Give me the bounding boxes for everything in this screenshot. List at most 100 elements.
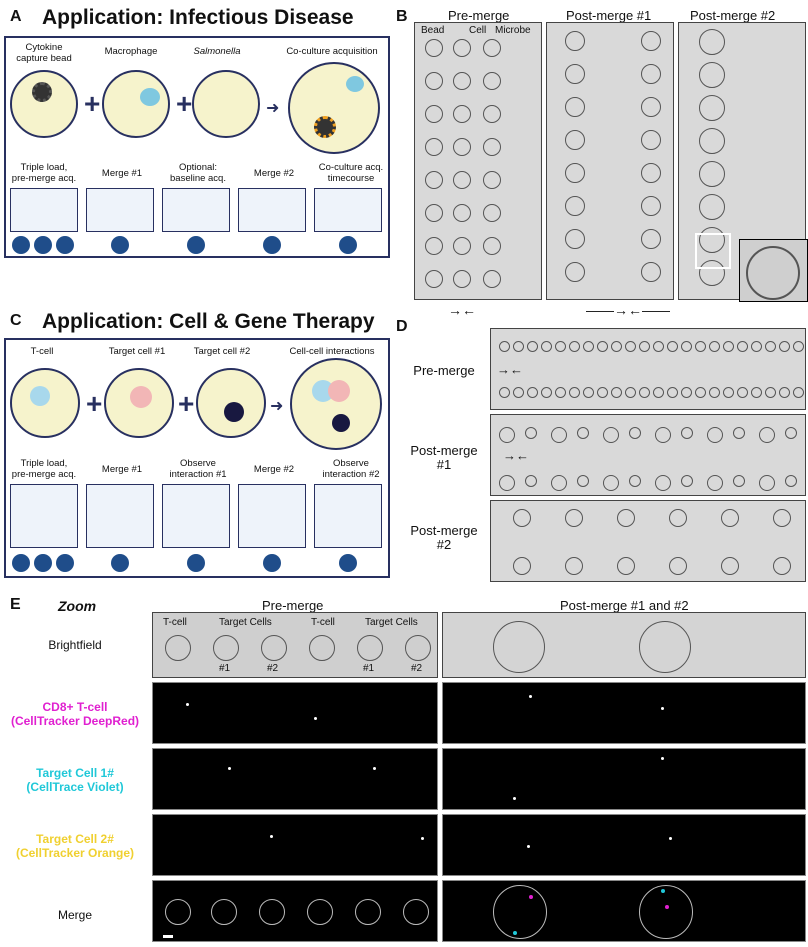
c-step-box: [162, 484, 230, 548]
e-pre-label: T-cell: [163, 617, 187, 628]
droplet: [695, 341, 706, 352]
e-orange-pre: [152, 814, 438, 876]
droplet: [425, 204, 443, 222]
e-merge-droplet: [355, 899, 381, 925]
droplet: [655, 427, 671, 443]
panel-c-letter: C: [10, 312, 22, 329]
d-image-postmerge1: →←: [490, 414, 806, 496]
droplet: [737, 341, 748, 352]
droplet: [569, 387, 580, 398]
panel-c-title: Application: Cell & Gene Therapy: [42, 310, 375, 333]
e-fluor-spot: [314, 717, 317, 720]
droplet: [641, 130, 661, 150]
b-col-label: Microbe: [495, 25, 531, 36]
droplet: [425, 105, 443, 123]
plus-icon: +: [176, 88, 193, 119]
c-droplet-target2: [196, 368, 266, 438]
b-image-premerge: Bead Cell Microbe: [414, 22, 542, 300]
e-fluor-spot: [661, 889, 665, 893]
e-fluor-spot: [529, 895, 533, 899]
panel-a-title: Application: Infectious Disease: [42, 6, 354, 29]
d-row-label: Pre-merge: [413, 363, 475, 378]
macrophage-icon: [346, 76, 364, 92]
droplet: [779, 387, 790, 398]
e-fluor-spot: [421, 837, 424, 840]
microscope-icon: [339, 554, 357, 572]
c-step-box: [314, 484, 382, 548]
droplet: [565, 130, 585, 150]
droplet: [483, 237, 501, 255]
droplet: [483, 270, 501, 288]
droplet: [653, 387, 664, 398]
merge-icon: [111, 554, 129, 572]
target-cell-2-icon: [224, 402, 244, 422]
arrows-merge-icon: →←: [497, 362, 523, 377]
e-fluor-spot: [513, 797, 516, 800]
a-step-label: Co-culture acq. timecourse: [318, 162, 384, 184]
e-fluor-spot: [661, 707, 664, 710]
droplet: [669, 557, 687, 575]
droplet: [667, 387, 678, 398]
droplet: [483, 39, 501, 57]
droplet: [681, 427, 693, 439]
droplet: [453, 138, 471, 156]
e-fluor-spot: [529, 695, 532, 698]
plus-icon: +: [178, 388, 195, 419]
droplet: [681, 341, 692, 352]
droplet: [551, 427, 567, 443]
droplet: [707, 427, 723, 443]
droplet: [551, 475, 567, 491]
droplet: [541, 341, 552, 352]
e-pre-label: T-cell: [311, 617, 335, 628]
droplet: [655, 475, 671, 491]
a-step-label: Merge #2: [253, 168, 295, 179]
e-merge-droplet: [211, 899, 237, 925]
arrows-merge-icon: ——→←——: [586, 302, 670, 318]
droplet: [667, 341, 678, 352]
droplet: [681, 387, 692, 398]
droplet: [583, 387, 594, 398]
b-image-postmerge2: [678, 22, 808, 302]
droplet: [765, 387, 776, 398]
panel-b-letter: B: [396, 8, 408, 25]
droplet: [577, 427, 589, 439]
d-image-premerge: →←: [490, 328, 806, 410]
droplet: [541, 387, 552, 398]
capture-bead-icon: [32, 82, 52, 102]
droplet: [483, 171, 501, 189]
c-step-box: [10, 484, 78, 548]
e-fluor-spot: [669, 837, 672, 840]
a-droplet-macrophage: [102, 70, 170, 138]
droplet: [483, 138, 501, 156]
droplet: [555, 387, 566, 398]
droplet: [555, 341, 566, 352]
droplet: [425, 72, 443, 90]
e-merge-droplet: [493, 885, 547, 939]
e-fluor-spot: [527, 845, 530, 848]
e-merge-post: [442, 880, 806, 942]
b-col-label: Cell: [469, 25, 487, 36]
microscope-icon: [187, 236, 205, 254]
c-step-box: [238, 484, 306, 548]
droplet: [699, 194, 725, 220]
droplet: [617, 509, 635, 527]
arrow-right-icon: ➜: [270, 398, 284, 415]
pipette-icon: [12, 554, 30, 572]
d-image-postmerge2: [490, 500, 806, 582]
droplet: [709, 387, 720, 398]
b-header: Pre-merge: [448, 8, 510, 23]
e-fluor-spot: [665, 905, 669, 909]
c-droplet-interaction: [290, 358, 382, 450]
bead-cluster-icon: [314, 116, 336, 138]
droplet: [629, 475, 641, 487]
e-pre-label: Target Cells: [365, 617, 418, 628]
beads-icon: [34, 554, 52, 572]
droplet: [641, 229, 661, 249]
panel-a-letter: A: [10, 8, 22, 25]
b-header: Post-merge #2: [690, 8, 776, 23]
droplet: [617, 557, 635, 575]
droplet: [625, 387, 636, 398]
e-merge-droplet: [403, 899, 429, 925]
c-step-label: Observe interaction #2: [322, 458, 380, 480]
e-row-label: Merge: [57, 908, 92, 922]
